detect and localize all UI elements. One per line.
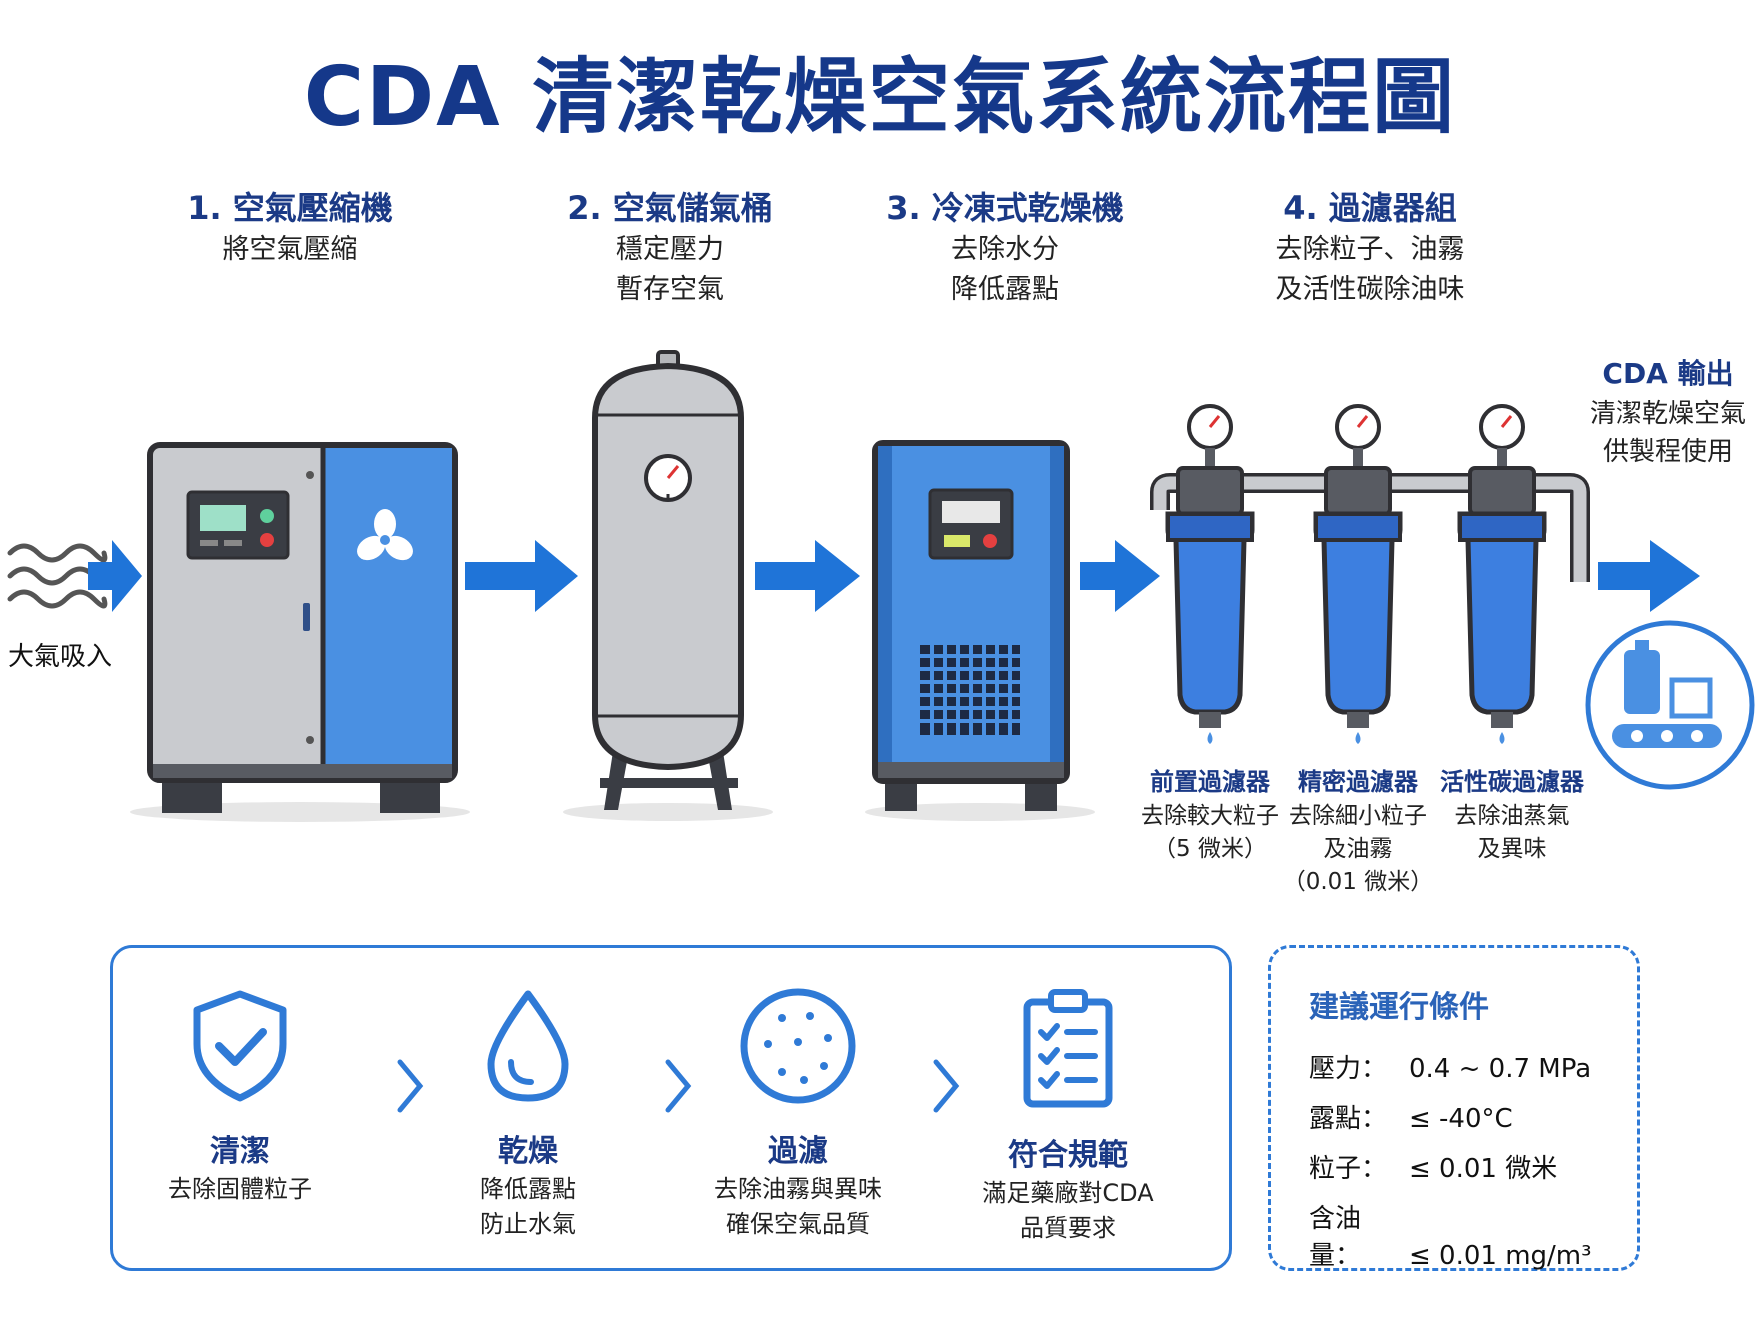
- cda-output-label: CDA 輸出 清潔乾燥空氣 供製程使用: [1568, 353, 1760, 471]
- filter-desc: 去除細小粒子: [1289, 803, 1427, 829]
- condition-row-particle: 粒子： ≤ 0.01 微米: [1309, 1148, 1557, 1185]
- filter-label-fine: 精密過濾器 去除細小粒子 及油霧 （0.01 微米）: [1268, 764, 1448, 899]
- condition-key: 粒子：: [1309, 1154, 1388, 1184]
- filter-desc: 去除較大粒子: [1141, 803, 1279, 829]
- benefit-dry: 乾燥 降低露點 防止水氣: [403, 948, 653, 1242]
- step-desc: 將空氣壓縮: [222, 234, 358, 265]
- condition-value: 0.4 ~ 0.7 MPa: [1409, 1054, 1592, 1084]
- benefit-clean: 清潔 去除固體粒子: [115, 948, 365, 1207]
- filter-dots-icon: [740, 988, 856, 1104]
- filter-desc: 及油霧: [1323, 836, 1393, 862]
- benefit-desc: 降低露點: [480, 1175, 576, 1203]
- filter-name: 活性碳過濾器: [1440, 768, 1584, 796]
- benefit-name: 過濾: [768, 1134, 828, 1169]
- benefit-desc: 品質要求: [1020, 1214, 1116, 1242]
- filter-unit: [1165, 404, 1255, 744]
- shield-check-icon: [193, 990, 287, 1102]
- step-filters-heading: 4. 過濾器組 去除粒子、油霧 及活性碳除油味: [1220, 186, 1520, 310]
- filter-label-carbon: 活性碳過濾器 去除油蒸氣 及異味: [1412, 764, 1612, 866]
- step-title: 1. 空氣壓縮機: [187, 189, 393, 227]
- page-title: CDA 清潔乾燥空氣系統流程圖: [303, 50, 1457, 145]
- benefit-compliance: 符合規範 滿足藥廠對CDA 品質要求: [943, 948, 1193, 1246]
- step-desc: 去除水分: [951, 234, 1059, 265]
- filter-assembly: [1150, 404, 1590, 744]
- benefit-filter: 過濾 去除油霧與異味 確保空氣品質: [673, 948, 923, 1242]
- step-desc: 穩定壓力: [616, 234, 724, 265]
- filter-desc: 去除油蒸氣: [1454, 803, 1570, 829]
- production-line-icon: [1585, 620, 1755, 790]
- step-desc: 降低露點: [951, 274, 1059, 305]
- step-tank-heading: 2. 空氣儲氣桶 穩定壓力 暫存空氣: [540, 186, 800, 310]
- pressure-gauge-icon: [644, 454, 692, 502]
- condition-row-oil: 含油量： ≤ 0.01 mg/m³: [1309, 1198, 1592, 1272]
- condition-value: ≤ 0.01 mg/m³: [1409, 1241, 1592, 1271]
- step-title: 3. 冷凍式乾燥機: [886, 189, 1124, 227]
- output-desc: 供製程使用: [1602, 437, 1733, 467]
- water-drop-icon: [487, 990, 569, 1102]
- air-compressor: [130, 442, 470, 822]
- benefit-desc: 滿足藥廠對CDA: [982, 1179, 1154, 1207]
- filter-name: 前置過濾器: [1150, 768, 1270, 796]
- step-desc: 及活性碳除油味: [1275, 274, 1465, 305]
- operating-conditions-panel: 建議運行條件 壓力： 0.4 ~ 0.7 MPa 露點： ≤ -40°C 粒子： ≤ …: [1268, 945, 1640, 1271]
- filter-name: 精密過濾器: [1298, 768, 1418, 796]
- flow-arrow: [1598, 540, 1700, 612]
- benefit-desc: 去除固體粒子: [168, 1175, 312, 1203]
- filter-desc: 及異味: [1477, 836, 1547, 862]
- condition-key: 壓力：: [1309, 1054, 1388, 1084]
- flow-arrow: [88, 540, 142, 612]
- condition-value: ≤ -40°C: [1409, 1104, 1513, 1134]
- benefit-desc: 防止水氣: [480, 1210, 576, 1238]
- flow-arrow: [755, 540, 860, 612]
- benefit-name: 清潔: [210, 1134, 270, 1169]
- air-receiver-tank: [563, 350, 773, 821]
- step-desc: 暫存空氣: [616, 274, 724, 305]
- step-title: 4. 過濾器組: [1283, 189, 1457, 227]
- filter-desc: （5 微米）: [1153, 836, 1267, 862]
- fan-icon: [357, 509, 413, 561]
- flow-arrow: [1080, 540, 1160, 612]
- condition-key: 含油量：: [1309, 1204, 1362, 1271]
- condition-row-pressure: 壓力： 0.4 ~ 0.7 MPa: [1309, 1048, 1591, 1085]
- step-compressor-heading: 1. 空氣壓縮機 將空氣壓縮: [160, 186, 420, 270]
- step-dryer-heading: 3. 冷凍式乾燥機 去除水分 降低露點: [865, 186, 1145, 310]
- conditions-title: 建議運行條件: [1309, 990, 1489, 1025]
- condition-key: 露點：: [1309, 1104, 1388, 1134]
- filter-label-pre: 前置過濾器 去除較大粒子 （5 微米）: [1120, 764, 1300, 866]
- chevron-right-icon: [397, 1059, 424, 1113]
- condition-value: ≤ 0.01 微米: [1409, 1154, 1558, 1184]
- filter-desc: （0.01 微米）: [1282, 869, 1434, 895]
- intake-label: 大氣吸入: [8, 642, 113, 672]
- benefit-name: 符合規範: [1008, 1138, 1128, 1173]
- benefit-desc: 去除油霧與異味: [714, 1175, 882, 1203]
- output-desc: 清潔乾燥空氣: [1589, 399, 1746, 429]
- clipboard-checklist-icon: [1023, 989, 1113, 1108]
- benefits-panel: 清潔 去除固體粒子 乾燥 降低露點 防止水氣 過濾 去除油霧與異味 確保空氣品質: [110, 945, 1232, 1271]
- step-title: 2. 空氣儲氣桶: [567, 189, 773, 227]
- flow-arrow: [465, 540, 578, 612]
- chevron-right-icon: [665, 1059, 692, 1113]
- refrigerated-dryer: [865, 440, 1095, 821]
- condition-row-dewpoint: 露點： ≤ -40°C: [1309, 1098, 1513, 1135]
- benefit-desc: 確保空氣品質: [726, 1210, 870, 1238]
- output-title: CDA 輸出: [1602, 357, 1734, 390]
- benefit-name: 乾燥: [498, 1134, 558, 1169]
- step-desc: 去除粒子、油霧: [1275, 234, 1465, 265]
- chevron-right-icon: [933, 1059, 960, 1113]
